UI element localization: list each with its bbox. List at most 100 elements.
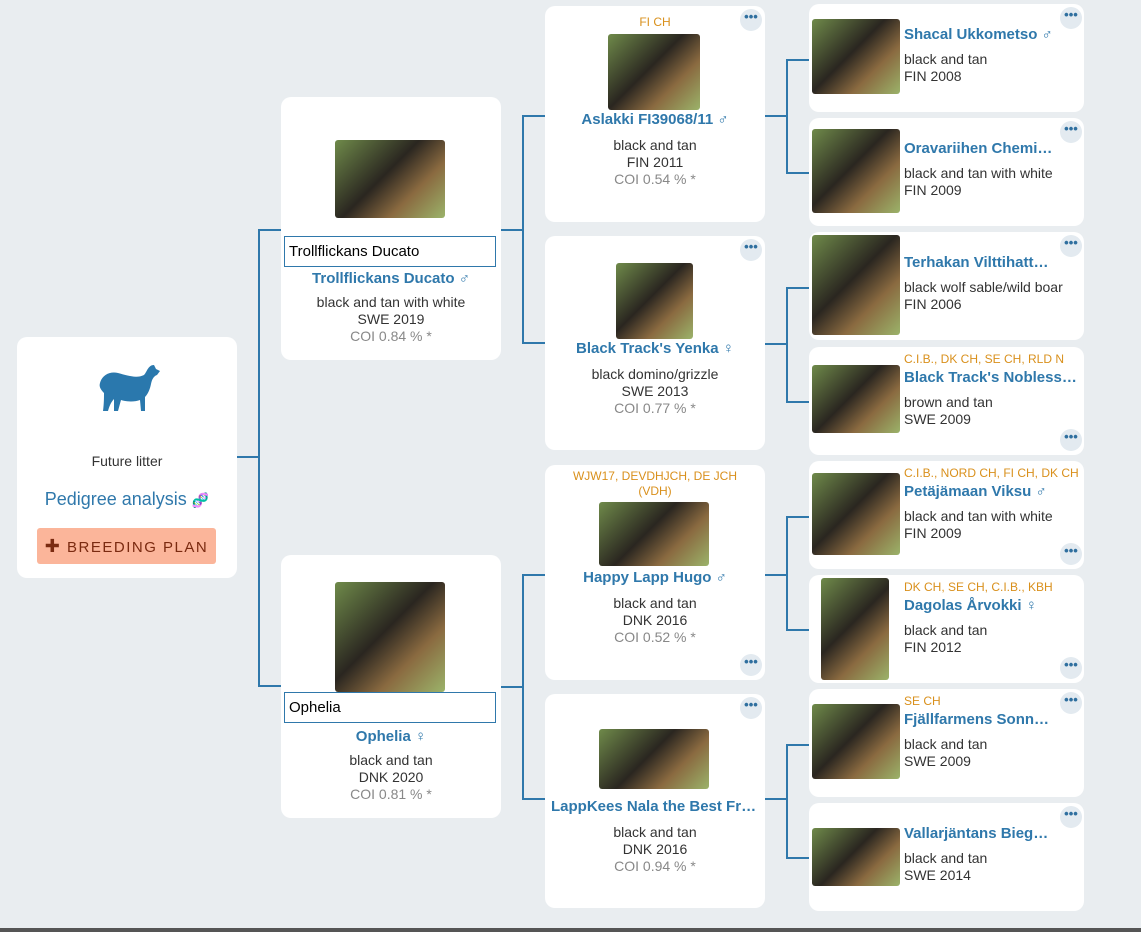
great-grandparent-card: Oravariihen Chemiinin ♂ black and tan wit… (809, 118, 1084, 226)
dog-origin: DNK 2020 (358, 769, 424, 785)
pedigree-analysis-link[interactable]: Pedigree analysis 🧬 (17, 489, 237, 510)
dog-name-link[interactable]: Shacal Ukkometso ♂ (904, 26, 1053, 43)
dog-name-link[interactable]: Dagolas Årvokki ♀ (904, 597, 1037, 614)
connector (237, 456, 259, 458)
dog-photo (812, 473, 900, 555)
connector (765, 343, 787, 345)
dog-origin: FIN 2011 (626, 154, 684, 170)
dog-photo (812, 828, 900, 886)
dog-name-link[interactable]: Fjällfarmens Sonny ♂ (904, 711, 1056, 728)
dog-origin: SWE 2009 (904, 411, 971, 427)
dog-name-link[interactable]: Black Track's Yenka ♀ (576, 340, 734, 357)
dog-coi: COI 0.84 % * (350, 328, 432, 344)
more-options-button[interactable]: ••• (740, 697, 762, 719)
bottom-bar (0, 928, 1141, 932)
dog-name-link[interactable]: Ophelia ♀ (355, 728, 427, 745)
connector (786, 287, 788, 403)
great-grandparent-card: DK CH, SE CH, C.I.B., KBH Dagolas Årvokki… (809, 575, 1084, 683)
dog-photo (616, 263, 693, 339)
grandparent-card: Black Track's Yenka ♀ black domino/grizzl… (545, 236, 765, 450)
dog-name-link[interactable]: Oravariihen Chemiinin ♂ (904, 140, 1056, 157)
dog-search-input[interactable] (284, 236, 496, 267)
dog-color: black and tan (904, 622, 988, 638)
connector (501, 229, 523, 231)
dog-name-link[interactable]: Petäjämaan Viksu ♂ (904, 483, 1047, 500)
dog-color: black and tan with white (904, 165, 1053, 181)
breeding-plan-button[interactable]: ✚ BREEDING PLAN (37, 528, 216, 564)
sire-dam-card: Trollflickans Ducato ♂ black and tan with… (281, 97, 501, 360)
dog-name-link[interactable]: LappKees Nala the Best Friend (551, 798, 765, 815)
more-options-button[interactable]: ••• (740, 239, 762, 261)
dog-search-input[interactable] (284, 692, 496, 723)
more-options-button[interactable]: ••• (1060, 657, 1082, 679)
dog-photo (812, 19, 900, 94)
future-litter-card: Future litter Pedigree analysis 🧬 ✚ BREE… (17, 337, 237, 578)
connector (522, 574, 545, 576)
dog-origin: SWE 2014 (904, 867, 971, 883)
more-options-button[interactable]: ••• (1060, 7, 1082, 29)
dog-photo (608, 34, 700, 110)
connector (786, 516, 809, 518)
dog-name-link[interactable]: Black Track's Noblesse ♀ (904, 369, 1079, 386)
connector (765, 798, 787, 800)
dna-icon: 🧬 (191, 492, 210, 508)
connector (522, 798, 545, 800)
more-options-button[interactable]: ••• (740, 654, 762, 676)
more-options-button[interactable]: ••• (1060, 692, 1082, 714)
dog-origin: SWE 2013 (621, 383, 689, 399)
dog-name-link[interactable]: Trollflickans Ducato ♂ (312, 270, 470, 287)
dog-origin: FIN 2009 (904, 525, 962, 541)
dog-name-link[interactable]: Terhakan Vilttihattu ♂ (904, 254, 1056, 271)
dog-color: brown and tan (904, 394, 993, 410)
dog-origin: FIN 2009 (904, 182, 962, 198)
dog-color: black and tan (613, 595, 697, 611)
dog-photo (335, 582, 445, 692)
more-options-button[interactable]: ••• (1060, 543, 1082, 565)
dog-color: black and tan (349, 752, 433, 768)
connector (522, 342, 545, 344)
great-grandparent-card: Terhakan Vilttihattu ♂black wolf sable/w… (809, 232, 1084, 340)
breeding-plan-label: BREEDING PLAN (67, 539, 209, 556)
dog-color: black and tan (904, 51, 988, 67)
connector (522, 115, 524, 344)
connector (258, 229, 281, 231)
dog-name-link[interactable]: Aslakki FI39068/11 ♂ (581, 111, 729, 128)
more-options-button[interactable]: ••• (1060, 235, 1082, 257)
connector (786, 401, 809, 403)
dog-titles: SE CH (904, 694, 941, 708)
dog-titles: DK CH, SE CH, C.I.B., KBH (904, 580, 1053, 594)
dog-color: black domino/grizzle (591, 366, 719, 382)
dog-name-link[interactable]: Happy Lapp Hugo ♂ (583, 569, 727, 586)
dog-origin: DNK 2016 (622, 841, 688, 857)
dog-color: black and tan with white (316, 294, 466, 310)
dog-photo (812, 704, 900, 779)
dog-coi: COI 0.52 % * (614, 629, 696, 645)
pedigree-analysis-label: Pedigree analysis (44, 489, 187, 509)
connector (786, 744, 809, 746)
dog-coi: COI 0.54 % * (614, 171, 696, 187)
more-options-button[interactable]: ••• (1060, 429, 1082, 451)
dog-color: black and tan (613, 824, 697, 840)
dog-color: black and tan (904, 736, 988, 752)
more-options-button[interactable]: ••• (740, 9, 762, 31)
dog-titles: C.I.B., DK CH, SE CH, RLD N (904, 352, 1065, 366)
more-options-button[interactable]: ••• (1060, 806, 1082, 828)
dog-coi: COI 0.81 % * (350, 786, 432, 802)
dog-name-link[interactable]: Vallarjäntans Biegga ♀ (904, 825, 1056, 842)
connector (765, 574, 787, 576)
more-options-button[interactable]: ••• (1060, 121, 1082, 143)
grandparent-card: LappKees Nala the Best Friend black and t… (545, 694, 765, 908)
dog-color: black and tan with white (904, 508, 1053, 524)
connector (786, 629, 809, 631)
dog-photo (599, 729, 709, 789)
connector (522, 574, 524, 799)
connector (786, 59, 809, 61)
dog-origin: FIN 2008 (904, 68, 962, 84)
dog-coi: COI 0.77 % * (614, 400, 696, 416)
connector (786, 744, 788, 859)
connector (786, 172, 809, 174)
dog-photo (812, 129, 900, 213)
dog-photo (812, 365, 900, 433)
